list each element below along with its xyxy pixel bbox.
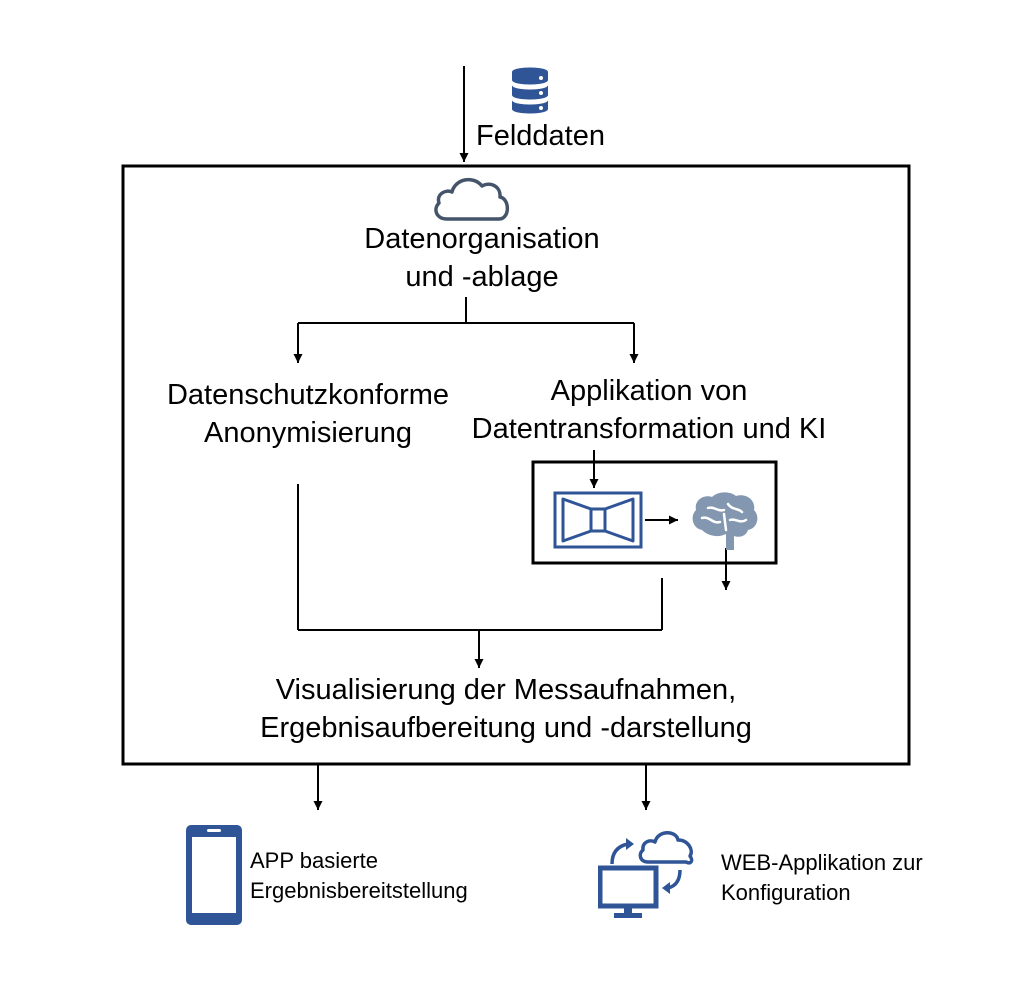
cloud-sync-monitor-icon bbox=[598, 831, 694, 918]
database-icon bbox=[512, 67, 548, 114]
app-line2: Ergebnisbereitstellung bbox=[250, 878, 468, 903]
brain-icon bbox=[692, 492, 758, 550]
visualization-title: Visualisierung der Messaufnahmen, Ergebn… bbox=[206, 671, 806, 747]
visualization-line1: Visualisierung der Messaufnahmen, bbox=[275, 674, 737, 706]
web-output-label: WEB-Applikation zur Konfiguration bbox=[721, 848, 923, 908]
anonymization-line1: Datenschutzkonforme bbox=[166, 379, 450, 411]
smartphone-icon bbox=[186, 825, 242, 925]
ai-title: Applikation von Datentransformation und … bbox=[445, 372, 853, 448]
transform-icon bbox=[553, 491, 643, 549]
app-line1: APP basierte bbox=[250, 848, 379, 873]
anonymization-line2: Anonymisierung bbox=[204, 417, 412, 449]
ai-line2: Datentransformation und KI bbox=[471, 413, 827, 445]
ai-pipeline-box bbox=[531, 460, 778, 565]
visualization-line2: Ergebnisaufbereitung und -darstellung bbox=[260, 712, 752, 744]
source-label: Felddaten bbox=[476, 120, 605, 152]
ai-line1: Applikation von bbox=[550, 375, 748, 407]
anonymization-title: Datenschutzkonforme Anonymisierung bbox=[148, 376, 468, 452]
app-output-label: APP basierte Ergebnisbereitstellung bbox=[250, 846, 468, 906]
web-line2: Konfiguration bbox=[721, 880, 851, 905]
storage-line2: und -ablage bbox=[405, 261, 559, 293]
system-boundary-box bbox=[121, 164, 911, 766]
cloud-icon bbox=[434, 177, 510, 221]
storage-line1: Datenorganisation bbox=[364, 223, 600, 255]
web-line1: WEB-Applikation zur bbox=[721, 850, 923, 875]
storage-title: Datenorganisation und -ablage bbox=[322, 220, 642, 296]
